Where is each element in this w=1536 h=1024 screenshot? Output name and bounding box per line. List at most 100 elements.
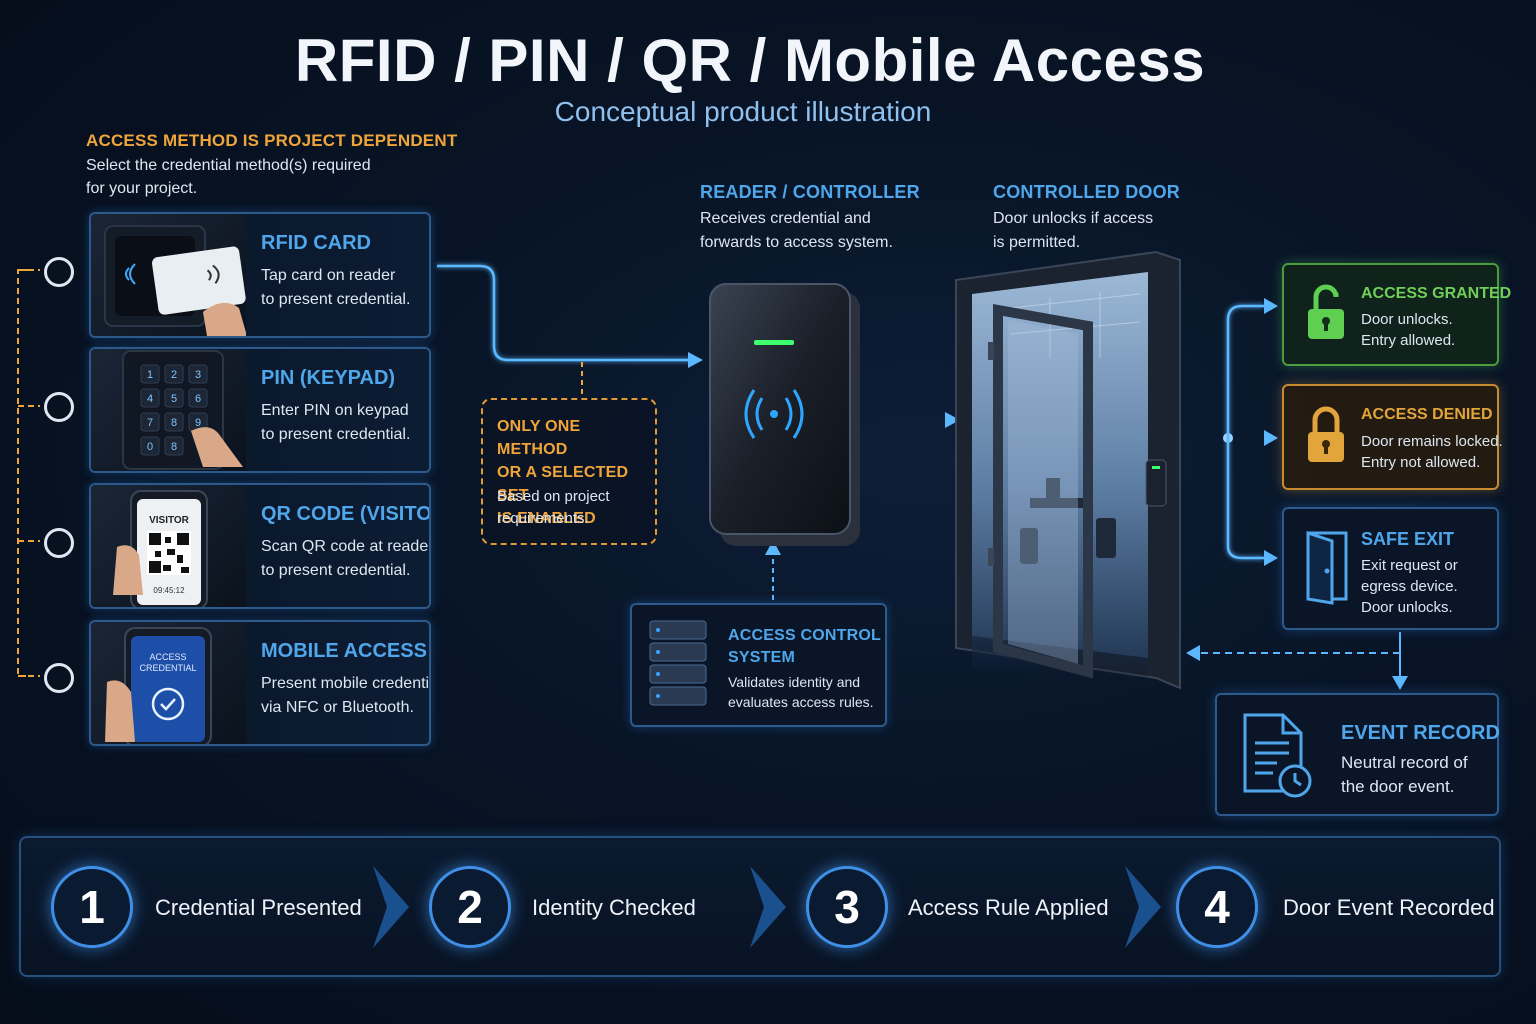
granted-title: ACCESS GRANTED — [1361, 285, 1512, 302]
rfid-card-desc: Tap card on reader to present credential… — [261, 264, 410, 312]
controlled-door-image — [950, 248, 1184, 699]
qr-card-desc: Scan QR code at reader to present creden… — [261, 535, 429, 583]
granted-body-line1: Door unlocks. — [1361, 311, 1453, 328]
keypad-digit: 5 — [171, 393, 177, 405]
document-clock-icon — [1241, 711, 1313, 804]
step-3-number: 3 — [806, 866, 888, 948]
method-card-pin[interactable]: 1 2 3 4 5 6 7 8 9 0 8 PIN (KEYPAD) Enter… — [89, 347, 431, 473]
pin-select-radio[interactable] — [44, 392, 74, 422]
acs-heading: ACCESS CONTROL SYSTEM — [728, 625, 881, 669]
keypad-digit: 8 — [171, 441, 177, 453]
keypad-digit: 1 — [147, 369, 153, 381]
qr-card-desc-line2: to present credential. — [261, 562, 411, 579]
reader-desc-line2: forwards to access system. — [700, 234, 893, 251]
exit-body-line3: Door unlocks. — [1361, 599, 1453, 616]
credential-flow-line — [437, 264, 690, 362]
step-2-label: Identity Checked — [532, 895, 696, 920]
unlock-icon — [1304, 283, 1348, 346]
note-heading-line1: ONLY ONE METHOD — [497, 418, 581, 458]
method-card-mobile[interactable]: ACCESS CREDENTIAL MOBILE ACCESS Present … — [89, 620, 431, 746]
exit-title: SAFE EXIT — [1361, 529, 1455, 549]
keypad-digit: 0 — [147, 441, 153, 453]
mobile-phone-label2: CREDENTIAL — [139, 663, 196, 673]
qr-select-radio[interactable] — [44, 528, 74, 558]
mobile-card-desc: Present mobile credential via NFC or Blu… — [261, 672, 431, 720]
keypad-digit: 7 — [147, 417, 153, 429]
keypad-image: 1 2 3 4 5 6 7 8 9 0 8 — [91, 349, 246, 471]
qr-phone-time: 09:45:12 — [153, 586, 185, 595]
outcome-access-granted: ACCESS GRANTED Door unlocks. Entry allow… — [1282, 263, 1511, 366]
access-control-system-box: ACCESS CONTROL SYSTEM Validates identity… — [630, 603, 887, 727]
step-arrow-icon — [1121, 862, 1165, 957]
step-1-number: 1 — [51, 866, 133, 948]
step-3-label: Access Rule Applied — [908, 895, 1109, 920]
granted-body: Door unlocks. Entry allowed. — [1361, 309, 1455, 351]
mobile-phone-label1: ACCESS — [149, 652, 186, 662]
denied-title: ACCESS DENIED — [1361, 406, 1493, 423]
denied-body-line2: Entry not allowed. — [1361, 454, 1481, 471]
note-heading-line2: OR A SELECTED SET — [497, 464, 629, 504]
rfid-card-image — [91, 214, 247, 336]
exit-body: Exit request or egress device. Door unlo… — [1361, 555, 1458, 618]
pin-card-title: PIN (KEYPAD) — [261, 367, 396, 389]
keypad-digit: 9 — [195, 417, 201, 429]
outcome-access-denied: ACCESS DENIED Door remains locked. Entry… — [1282, 384, 1503, 490]
keypad-digit: 2 — [171, 369, 177, 381]
pin-card-desc: Enter PIN on keypad to present credentia… — [261, 399, 410, 447]
server-icon — [644, 615, 714, 720]
door-desc-line1: Door unlocks if access — [993, 210, 1154, 227]
mobile-card-desc-line1: Present mobile credential — [261, 675, 431, 692]
method-intro-line2: for your project. — [86, 180, 198, 197]
mobile-select-radio[interactable] — [44, 663, 74, 693]
door-desc-line2: is permitted. — [993, 234, 1081, 251]
note-body-line1: Based on project — [497, 488, 610, 505]
step-arrow-icon — [369, 862, 413, 957]
note-body-line2: requirements. — [497, 510, 589, 527]
page-subtitle: Conceptual product illustration — [554, 96, 932, 127]
mobile-card-desc-line2: via NFC or Bluetooth. — [261, 699, 414, 716]
acs-heading-line2: SYSTEM — [728, 649, 795, 666]
method-bracket — [17, 269, 30, 677]
acs-body-line1: Validates identity and — [728, 674, 861, 690]
rfid-card-desc-line2: to present credential. — [261, 291, 411, 308]
rfid-card-title: RFID CARD — [261, 232, 371, 254]
rfid-select-radio[interactable] — [44, 257, 74, 287]
door-heading: CONTROLLED DOOR — [993, 182, 1180, 202]
mobile-phone-image: ACCESS CREDENTIAL — [91, 622, 246, 744]
mobile-card-title: MOBILE ACCESS — [261, 640, 427, 662]
acs-heading-line1: ACCESS CONTROL — [728, 627, 882, 644]
step-1-label: Credential Presented — [155, 895, 362, 920]
step-4-label: Door Event Recorded — [1283, 895, 1495, 920]
keypad-digit: 6 — [195, 393, 201, 405]
method-card-rfid[interactable]: RFID CARD Tap card on reader to present … — [89, 212, 431, 338]
rfid-card-desc-line1: Tap card on reader — [261, 267, 396, 284]
qr-phone-image: VISITOR 09:45:12 — [91, 485, 246, 607]
card-reader-device — [706, 280, 862, 553]
denied-body: Door remains locked. Entry not allowed. — [1361, 431, 1503, 473]
note-heading: ONLY ONE METHOD OR A SELECTED SET IS ENA… — [497, 415, 655, 530]
step-arrow-icon — [746, 862, 790, 957]
qr-card-title: QR CODE (VISITOR) — [261, 503, 431, 525]
process-steps-bar: 1 Credential Presented 2 Identity Checke… — [19, 836, 1501, 977]
exit-body-line2: egress device. — [1361, 578, 1458, 595]
event-body-line1: Neutral record of — [1341, 753, 1468, 772]
keypad-digit: 3 — [195, 369, 201, 381]
method-card-qr[interactable]: VISITOR 09:45:12 QR CODE (VISITOR) Scan … — [89, 483, 431, 609]
event-title: EVENT RECORD — [1341, 722, 1500, 744]
page-title: RFID / PIN / QR / Mobile Access — [294, 27, 1206, 94]
exit-body-line1: Exit request or — [1361, 557, 1458, 574]
keypad-digit: 4 — [147, 393, 153, 405]
event-body-line2: the door event. — [1341, 777, 1455, 796]
event-body: Neutral record of the door event. — [1341, 751, 1468, 799]
granted-body-line2: Entry allowed. — [1361, 332, 1456, 349]
method-intro-line1: Select the credential method(s) required — [86, 157, 371, 174]
keypad-digit: 8 — [171, 417, 177, 429]
denied-body-line1: Door remains locked. — [1361, 433, 1503, 450]
method-intro-heading: ACCESS METHOD IS PROJECT DEPENDENT — [86, 131, 458, 150]
pin-card-desc-line1: Enter PIN on keypad — [261, 402, 409, 419]
event-record-box: EVENT RECORD Neutral record of the door … — [1215, 693, 1500, 816]
reader-heading: READER / CONTROLLER — [700, 182, 920, 202]
step-4-number: 4 — [1176, 866, 1258, 948]
exit-door-icon — [1304, 529, 1350, 610]
